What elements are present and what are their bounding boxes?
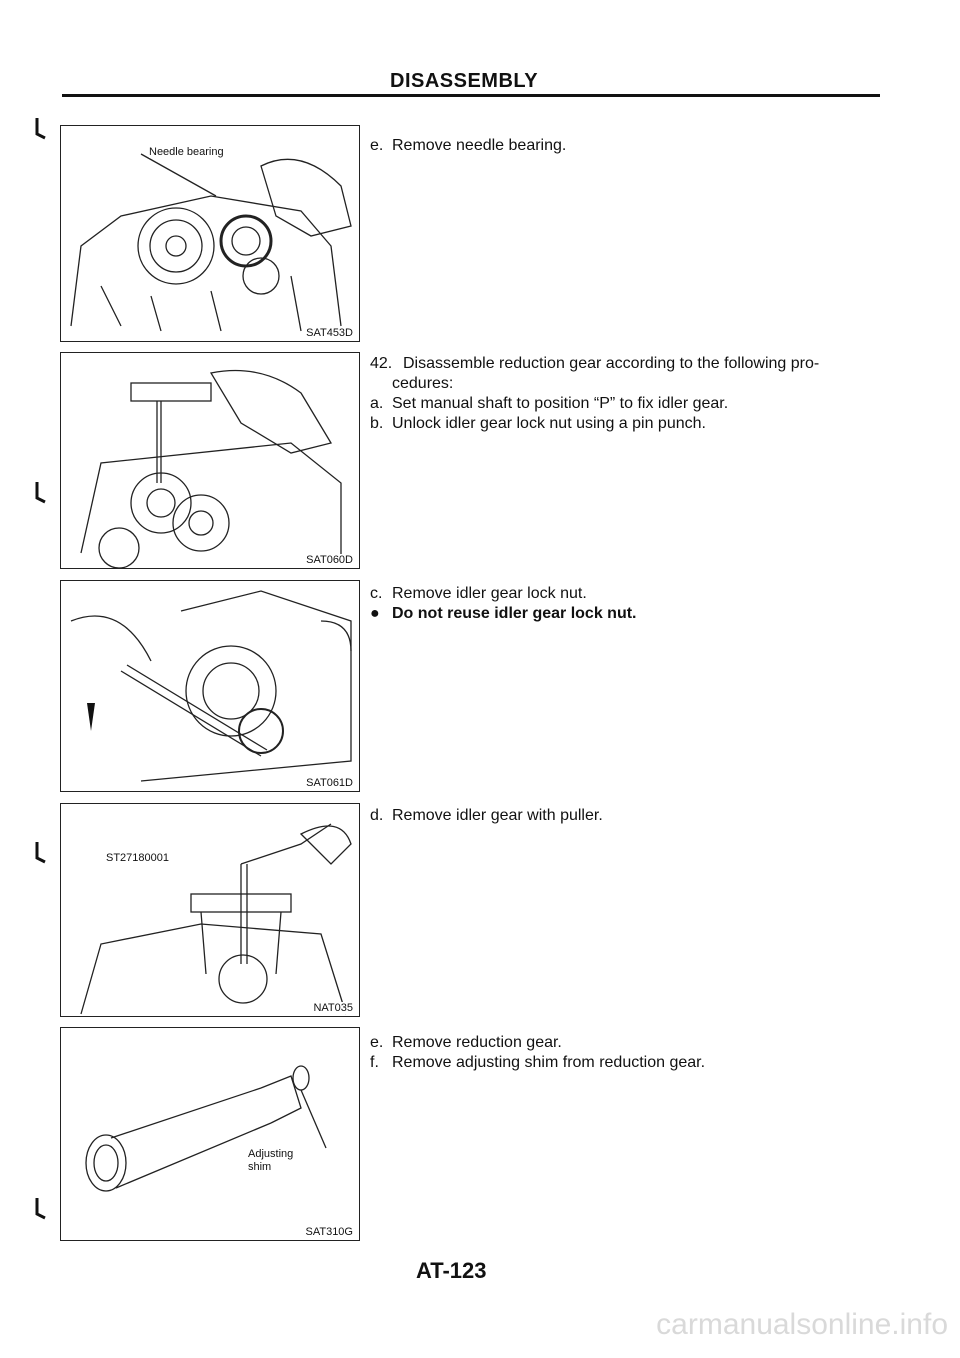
figure-code: SAT310G <box>303 1226 355 1238</box>
figure-code: NAT035 <box>311 1002 355 1014</box>
step-line: e. Remove needle bearing. <box>370 136 890 156</box>
figure-puller: ST27180001 NAT035 <box>60 803 360 1017</box>
step-reduction-gear-removal: e. Remove reduction gear. f. Remove adju… <box>370 1033 890 1073</box>
corner-mark <box>35 482 46 504</box>
step-marker: 42. <box>370 355 393 372</box>
step-text: Do not reuse idler gear lock nut. <box>392 605 637 622</box>
step-needle-bearing: e. Remove needle bearing. <box>370 136 890 156</box>
corner-mark <box>35 118 46 140</box>
step-text: Remove adjusting shim from reduction gea… <box>392 1054 706 1071</box>
header-rule <box>62 94 880 97</box>
figure-adjusting-shim: Adjusting shim SAT310G <box>60 1027 360 1241</box>
step-line: cedures: <box>370 374 890 394</box>
page-title: DISASSEMBLY <box>390 70 539 92</box>
transaxle-needle-bearing-illustration <box>70 153 352 332</box>
label-line: shim <box>248 1161 272 1173</box>
bullet-icon: ● <box>370 605 380 622</box>
figure-code: SAT060D <box>304 554 355 566</box>
step-line: ● Do not reuse idler gear lock nut. <box>370 604 890 624</box>
step-marker: d. <box>370 807 384 824</box>
step-line: c. Remove idler gear lock nut. <box>370 584 890 604</box>
step-text: cedures: <box>392 375 454 392</box>
figure-needle-bearing: Needle bearing SAT453D <box>60 125 360 342</box>
step-text: Disassemble reduction gear according to … <box>403 355 820 372</box>
step-line: e. Remove reduction gear. <box>370 1033 890 1053</box>
wrench-lock-nut-illustration <box>70 590 352 782</box>
figure-label: Adjusting shim <box>248 1148 294 1174</box>
step-text: Set manual shaft to position “P” to fix … <box>392 395 729 412</box>
tool-number-label: ST27180001 <box>106 852 169 864</box>
step-text: Remove idler gear with puller. <box>392 807 603 824</box>
step-lock-nut: c. Remove idler gear lock nut. ● Do not … <box>370 584 890 624</box>
pin-punch-illustration <box>80 369 342 568</box>
page-number: AT-123 <box>416 1258 487 1283</box>
step-line: a. Set manual shaft to position “P” to f… <box>370 394 890 414</box>
step-line: d. Remove idler gear with puller. <box>370 806 890 826</box>
step-text: Remove reduction gear. <box>392 1034 562 1051</box>
step-marker: f. <box>370 1054 379 1071</box>
step-marker: a. <box>370 395 384 412</box>
step-marker: b. <box>370 415 384 432</box>
figure-label: Needle bearing <box>149 146 224 158</box>
step-text: Remove idler gear lock nut. <box>392 585 587 602</box>
step-marker: e. <box>370 137 384 154</box>
step-reduction-gear: 42. Disassemble reduction gear according… <box>370 354 890 434</box>
figure-code: SAT453D <box>304 327 355 339</box>
step-puller: d. Remove idler gear with puller. <box>370 806 890 826</box>
puller-tool-illustration <box>80 823 352 1015</box>
label-line: Adjusting <box>248 1148 294 1160</box>
figure-code: SAT061D <box>304 777 355 789</box>
step-line: 42. Disassemble reduction gear according… <box>370 354 890 374</box>
reduction-gear-shim-illustration <box>85 1065 327 1192</box>
figure-idler-lock-nut-punch: SAT060D <box>60 352 360 569</box>
step-line: f. Remove adjusting shim from reduction … <box>370 1053 890 1073</box>
figure-lock-nut-removal: SAT061D <box>60 580 360 792</box>
step-marker: e. <box>370 1034 384 1051</box>
step-marker: c. <box>370 585 383 602</box>
corner-mark <box>35 1198 46 1220</box>
step-text: Unlock idler gear lock nut using a pin p… <box>392 415 706 432</box>
step-text: Remove needle bearing. <box>392 137 567 154</box>
watermark: carmanualsonline.info <box>656 1308 948 1341</box>
corner-mark <box>35 842 46 864</box>
step-line: b. Unlock idler gear lock nut using a pi… <box>370 414 890 434</box>
